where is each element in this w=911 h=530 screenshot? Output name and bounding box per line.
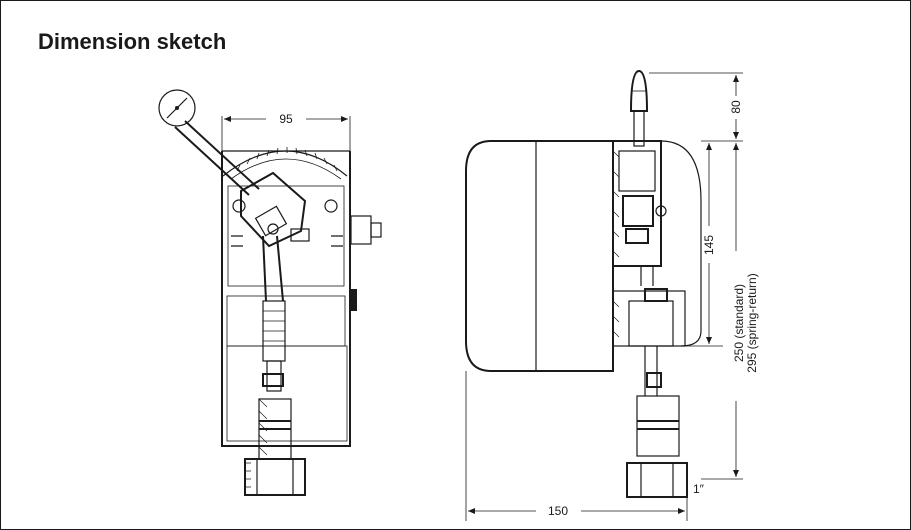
dim-95-label: 95: [279, 112, 293, 126]
side-spindle: [612, 266, 686, 457]
link-rod: [262, 235, 284, 302]
dim-295-label: 295 (spring-return): [745, 273, 759, 372]
valve-spindle: [258, 300, 292, 460]
dimension-width: 95: [221, 112, 351, 151]
dimension-total-height: 250 (standard) 295 (spring-return): [701, 143, 759, 480]
dim-145-label: 145: [702, 235, 716, 255]
dim-150-label: 150: [548, 504, 568, 518]
dimension-handle-height: 80: [649, 72, 743, 142]
dim-connection-label: 1″: [693, 482, 705, 496]
side-view: 1″ 80 145 250 (stand: [465, 69, 759, 521]
motor-cylinder: [465, 140, 614, 372]
page-title: Dimension sketch: [38, 29, 227, 54]
upper-housing: [612, 140, 702, 347]
connection-nut: [244, 458, 306, 496]
dim-250-label: 250 (standard): [732, 284, 746, 362]
dimension-upper-height: 145: [681, 143, 723, 347]
dim-80-label: 80: [729, 100, 743, 114]
lever-arm: [174, 120, 260, 196]
handle-knob: [629, 69, 649, 147]
dimension-depth: 150: [465, 371, 688, 521]
front-view: 95: [158, 89, 382, 496]
side-connection-nut: 1″: [626, 462, 705, 498]
clamp-block: [240, 171, 310, 248]
gauge-dial-icon: [158, 89, 196, 127]
actuator-housing: [221, 147, 382, 447]
